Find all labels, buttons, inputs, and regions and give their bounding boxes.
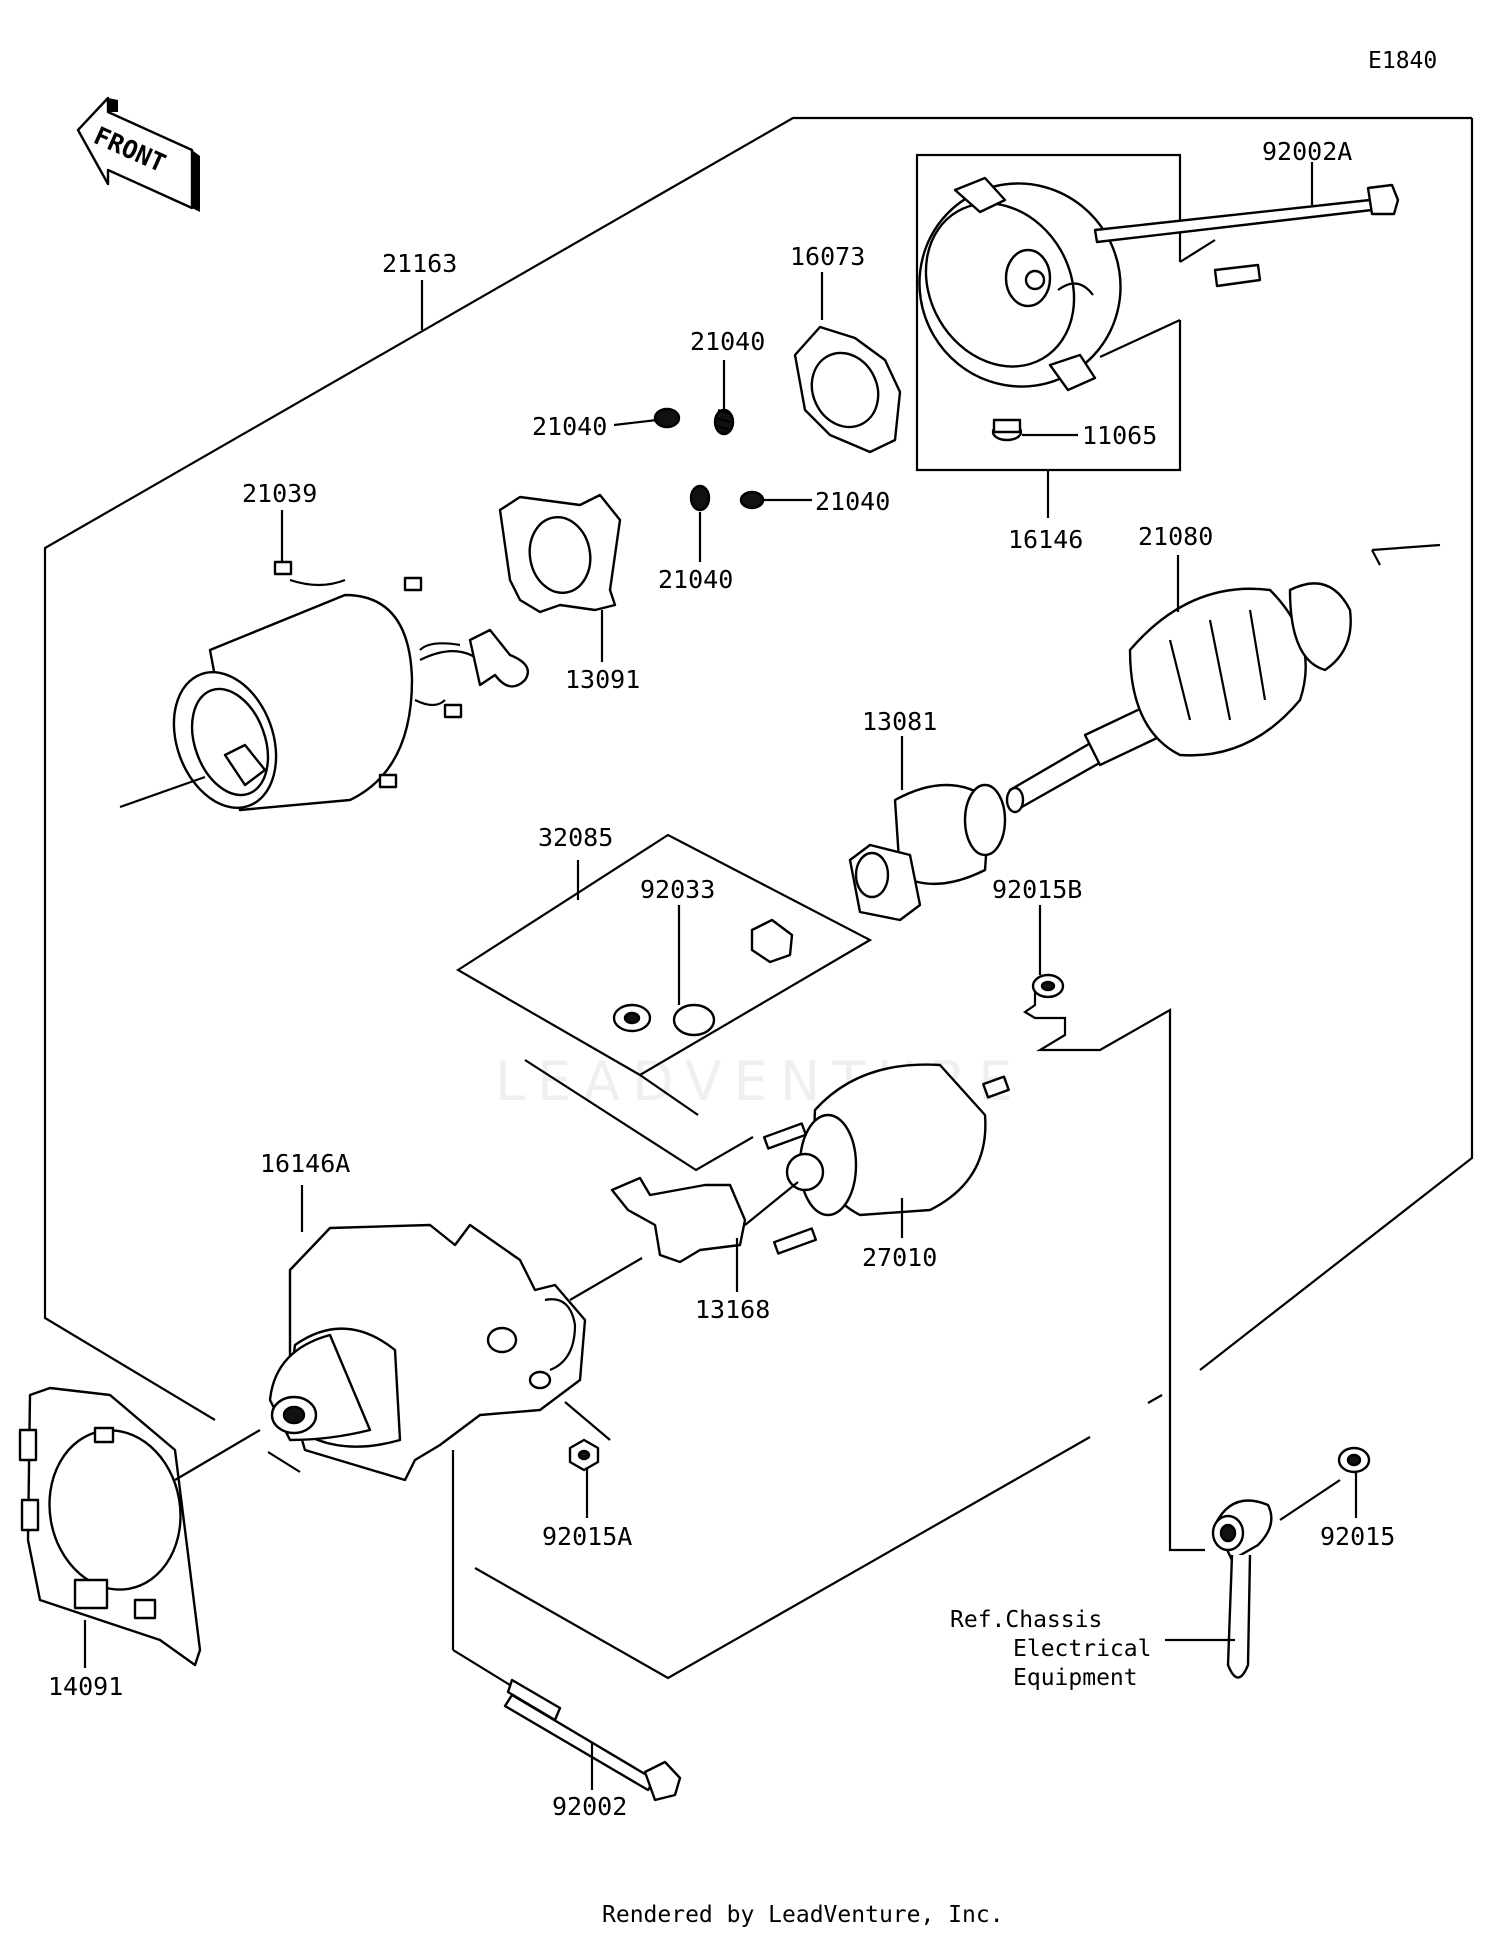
label-32085: 32085 <box>538 823 613 852</box>
label-92015b: 92015B <box>992 875 1082 904</box>
footer-text: Rendered by LeadVenture, Inc. <box>602 1902 1004 1928</box>
label-92015: 92015 <box>1320 1522 1395 1551</box>
spring-bottom-part <box>689 484 711 512</box>
snap-ring-part <box>672 1003 716 1037</box>
front-housing-part <box>268 1223 587 1482</box>
label-16073: 16073 <box>790 242 865 271</box>
kit-outline-32085 <box>455 833 873 1077</box>
through-bolt-92002a-part <box>1093 183 1400 288</box>
label-21163: 21163 <box>382 249 457 278</box>
label-21040-right: 21040 <box>815 487 890 516</box>
solenoid-part <box>762 1063 1010 1255</box>
nut-92015-part <box>1337 1446 1371 1474</box>
label-16146: 16146 <box>1008 525 1083 554</box>
cable-terminal-part <box>1211 1499 1273 1679</box>
through-bolt-92002-part <box>503 1678 682 1802</box>
stopper-part <box>750 918 794 964</box>
cover-screw-part <box>991 418 1023 442</box>
label-92002a: 92002A <box>1262 137 1352 166</box>
label-13081: 13081 <box>862 707 937 736</box>
end-cover-part <box>918 176 1122 392</box>
label-92002: 92002 <box>552 1792 627 1821</box>
label-16146a: 16146A <box>260 1149 350 1178</box>
label-21040-top: 21040 <box>690 327 765 356</box>
label-27010: 27010 <box>862 1243 937 1272</box>
label-21039: 21039 <box>242 479 317 508</box>
front-arrow-icon: FRONT <box>76 96 200 212</box>
assembly-box-16146 <box>915 153 1182 472</box>
pinion-clutch-part <box>848 783 1007 922</box>
label-92033: 92033 <box>640 875 715 904</box>
shift-lever-part <box>610 1176 747 1264</box>
reference-line-1: Ref.Chassis <box>950 1607 1102 1633</box>
brush-holder-part <box>498 493 622 614</box>
brush-plate-part <box>793 325 902 454</box>
label-14091: 14091 <box>48 1672 123 1701</box>
cover-plate-part <box>18 1386 202 1667</box>
reference-line-2: Electrical <box>1013 1636 1151 1662</box>
diagram-code: E1840 <box>1368 48 1437 74</box>
label-21080: 21080 <box>1138 522 1213 551</box>
assembly-outline-21163 <box>1199 118 1474 1371</box>
label-92015a: 92015A <box>542 1522 632 1551</box>
label-13168: 13168 <box>695 1295 770 1324</box>
spring-top-part <box>713 408 735 436</box>
spring-left-part <box>653 407 681 429</box>
yoke-part <box>172 560 530 812</box>
spring-right-part <box>739 490 765 510</box>
label-13091: 13091 <box>565 665 640 694</box>
nut-92015b-part <box>1031 973 1065 999</box>
washer-part <box>612 1003 652 1033</box>
label-11065: 11065 <box>1082 421 1157 450</box>
nut-92015a-part <box>568 1438 600 1472</box>
label-21040-left: 21040 <box>532 412 607 441</box>
leader-21040-left <box>613 418 658 427</box>
reference-line-3: Equipment <box>1013 1665 1138 1691</box>
armature-part <box>1005 582 1352 814</box>
label-21040-bottom: 21040 <box>658 565 733 594</box>
